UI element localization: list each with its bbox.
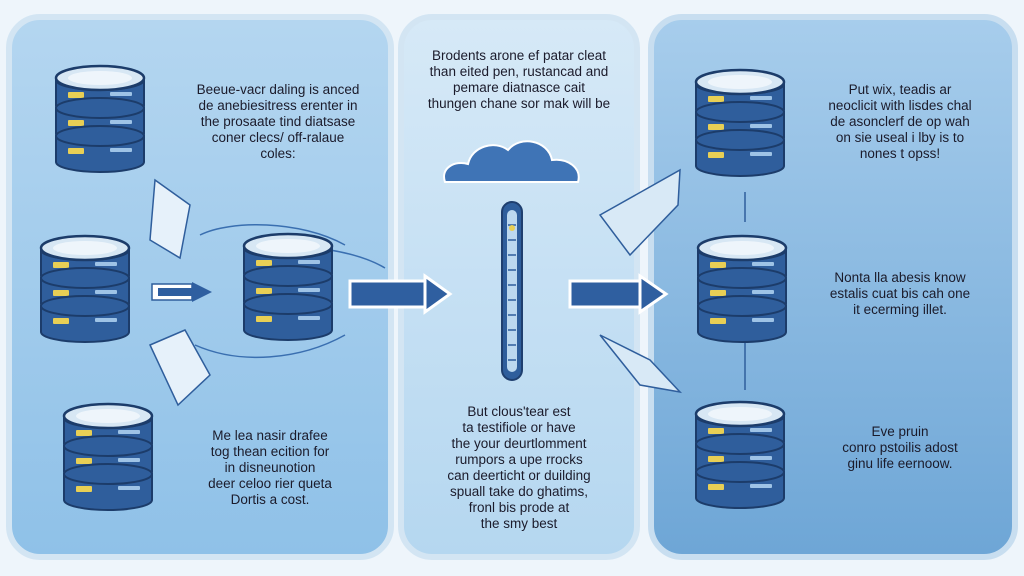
database-icon-left-middle — [35, 232, 135, 344]
database-icon-right-top — [690, 66, 790, 178]
database-icon-left-top — [50, 62, 150, 174]
center-bottom-text: But clous'tear est ta testifiole or have… — [447, 404, 591, 531]
center-top-text: Brodents arone ef patar cleat than eited… — [427, 48, 611, 111]
database-icon-right-bottom — [690, 398, 790, 510]
right-middle-text: Nonta lla abesis know estalis cuat bis c… — [829, 270, 971, 317]
left-top-text: Beeue-vacr daling is anced de anebiesitr… — [196, 82, 360, 161]
left-bottom-text: Me lea nasir drafee tog thean ecition fo… — [208, 428, 332, 507]
right-bottom-text: Eve pruin conro pstoilis adost ginu life… — [842, 424, 958, 471]
right-top-text: Put wix, teadis ar neoclicit with lisdes… — [828, 82, 972, 161]
database-icon-left-bottom — [58, 400, 158, 512]
database-icon-center-of-left — [238, 230, 338, 342]
database-icon-right-middle — [692, 232, 792, 344]
